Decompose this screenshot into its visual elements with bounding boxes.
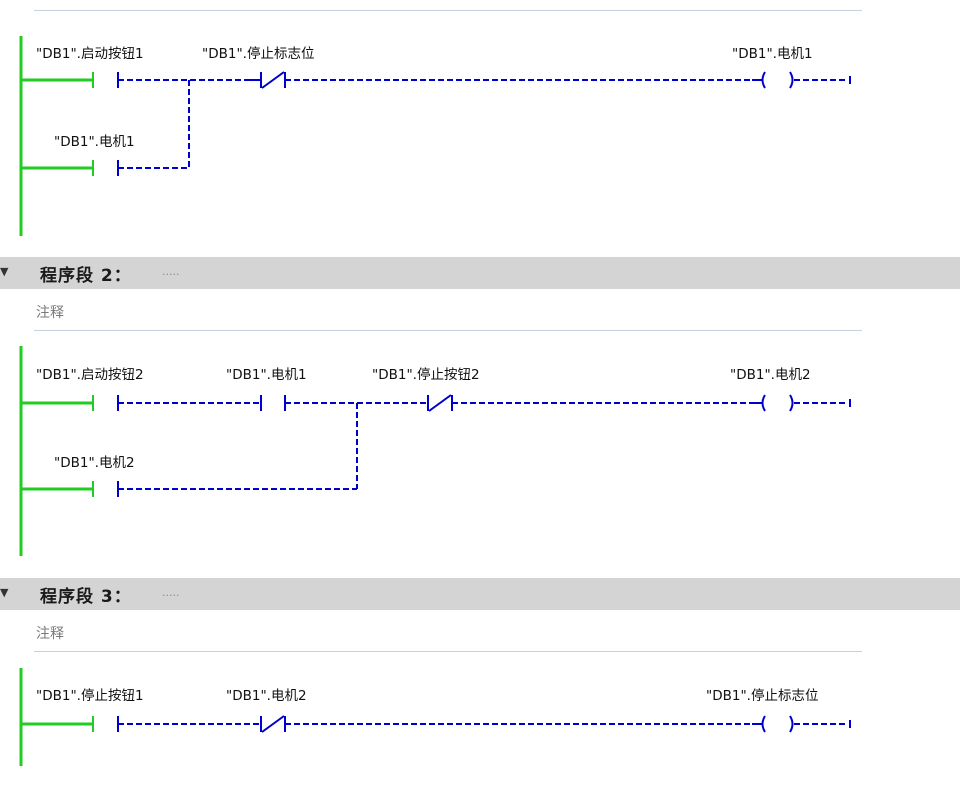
coil-label-motor-2[interactable]: "DB1".电机2	[730, 367, 811, 383]
coil-label-stop-flag[interactable]: "DB1".停止标志位	[706, 688, 819, 704]
contact-label-motor-2[interactable]: "DB1".电机2	[226, 688, 307, 704]
contact-label-stop-button-2[interactable]: "DB1".停止按钮2	[372, 367, 480, 383]
network-3-comment[interactable]: 注释	[34, 617, 862, 652]
coil-label-motor-1[interactable]: "DB1".电机1	[732, 46, 813, 62]
network-3-title-placeholder[interactable]: .....	[162, 586, 180, 599]
contact-label-motor-1[interactable]: "DB1".电机1	[226, 367, 307, 383]
chevron-down-icon[interactable]: ▼	[0, 586, 9, 599]
network-1-wiring	[92, 71, 851, 176]
network-2-title-placeholder[interactable]: .....	[162, 265, 180, 278]
contact-label-motor-1[interactable]: "DB1".电机1	[54, 134, 135, 150]
network-3-title: 程序段 3：	[40, 587, 132, 607]
contact-label-start-button-2[interactable]: "DB1".启动按钮2	[36, 367, 144, 383]
network-2-header[interactable]: ▼ 程序段 2： .....	[0, 257, 960, 289]
chevron-down-icon[interactable]: ▼	[0, 265, 9, 278]
contact-label-motor-2[interactable]: "DB1".电机2	[54, 455, 135, 471]
contact-label-start-button-1[interactable]: "DB1".启动按钮1	[36, 46, 144, 62]
network-3-wiring	[92, 715, 851, 733]
network-2-title: 程序段 2：	[40, 266, 132, 286]
contact-label-stop-flag[interactable]: "DB1".停止标志位	[202, 46, 315, 62]
network-2-comment-text: 注释	[36, 305, 64, 321]
network-2-wiring	[92, 394, 851, 497]
contact-label-stop-button-1[interactable]: "DB1".停止按钮1	[36, 688, 144, 704]
network-3-header[interactable]: ▼ 程序段 3： .....	[0, 578, 960, 610]
network-1-top-divider	[34, 10, 862, 11]
network-3-comment-text: 注释	[36, 626, 64, 642]
network-2-comment[interactable]: 注释	[34, 296, 862, 331]
